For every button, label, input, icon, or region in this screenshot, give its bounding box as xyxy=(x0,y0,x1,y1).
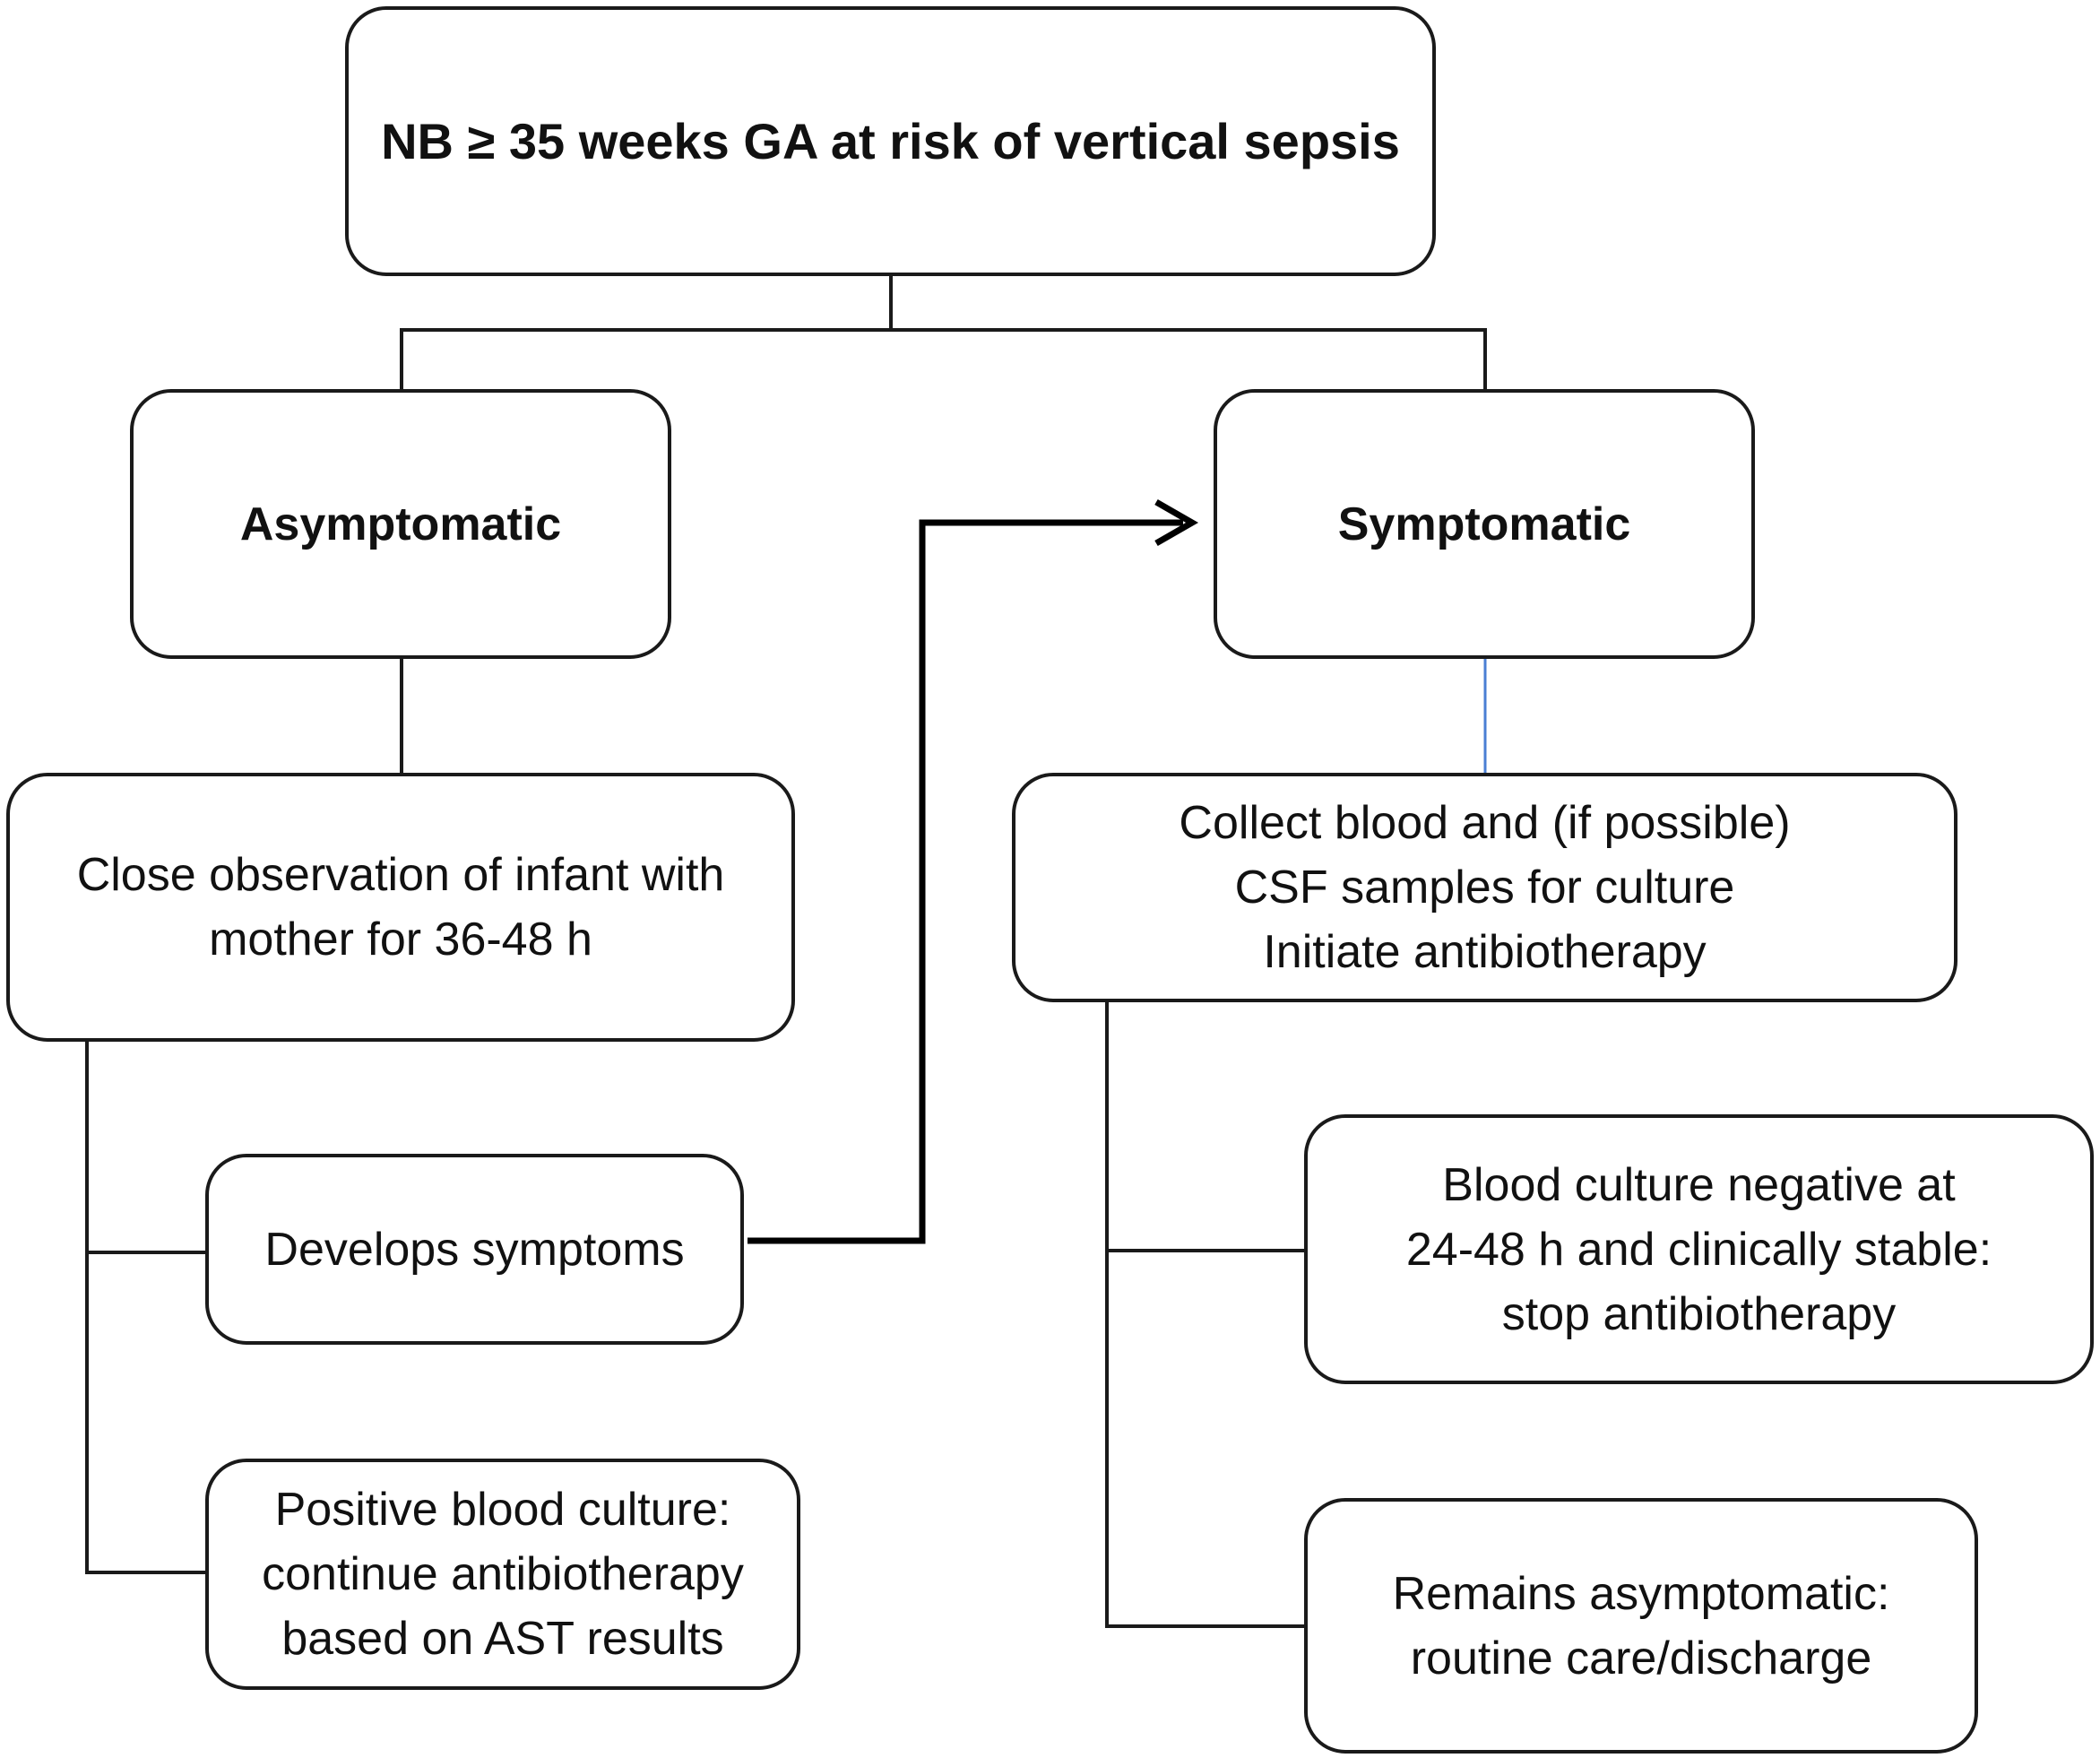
positive-culture-node: Positive blood culture: continue antibio… xyxy=(205,1459,800,1690)
collect-samples-line-3: Initiate antibiotherapy xyxy=(1263,926,1707,978)
arrowhead-icon xyxy=(1154,498,1199,547)
develops-symptoms-label: Develops symptoms xyxy=(264,1223,685,1276)
right-bracket-connector xyxy=(1105,1001,1304,1628)
positive-culture-line-1: Positive blood culture: xyxy=(274,1484,731,1536)
observation-line-1: Close observation of infant with xyxy=(76,849,725,901)
negative-culture-line-3: stop antibiotherapy xyxy=(1501,1287,1897,1340)
observation-line-2: mother for 36-48 h xyxy=(209,914,592,966)
collect-samples-line-2: CSF samples for culture xyxy=(1234,862,1735,914)
negative-culture-line-2: 24-48 h and clinically stable: xyxy=(1405,1223,1992,1276)
remains-asymptomatic-line-2: routine care/discharge xyxy=(1410,1632,1872,1684)
develops-to-symptomatic-arrow xyxy=(748,519,1183,1244)
negative-culture-line-1: Blood culture negative at xyxy=(1442,1158,1956,1211)
develops-symptoms-node: Develops symptoms xyxy=(205,1154,744,1345)
negative-culture-node: Blood culture negative at 24-48 h and cl… xyxy=(1304,1114,2094,1384)
observation-node: Close observation of infant with mother … xyxy=(6,773,795,1042)
root-node: NB ≥ 35 weeks GA at risk of vertical sep… xyxy=(345,6,1436,276)
positive-culture-line-2: continue antibiotherapy xyxy=(262,1548,744,1600)
asymptomatic-node-label: Asymptomatic xyxy=(239,498,562,550)
left-bracket-connector xyxy=(85,1040,205,1574)
symptomatic-node-label: Symptomatic xyxy=(1337,498,1631,550)
asymptomatic-node: Asymptomatic xyxy=(130,389,671,659)
symptomatic-node: Symptomatic xyxy=(1214,389,1755,659)
collect-samples-node: Collect blood and (if possible) CSF samp… xyxy=(1012,773,1957,1002)
collect-samples-line-1: Collect blood and (if possible) xyxy=(1179,797,1791,849)
remains-asymptomatic-node: Remains asymptomatic: routine care/disch… xyxy=(1304,1498,1978,1754)
remains-asymptomatic-line-1: Remains asymptomatic: xyxy=(1392,1567,1890,1620)
branch-split-connector xyxy=(400,328,1487,391)
positive-culture-line-3: based on AST results xyxy=(281,1613,724,1665)
root-node-label: NB ≥ 35 weeks GA at risk of vertical sep… xyxy=(381,112,1400,169)
